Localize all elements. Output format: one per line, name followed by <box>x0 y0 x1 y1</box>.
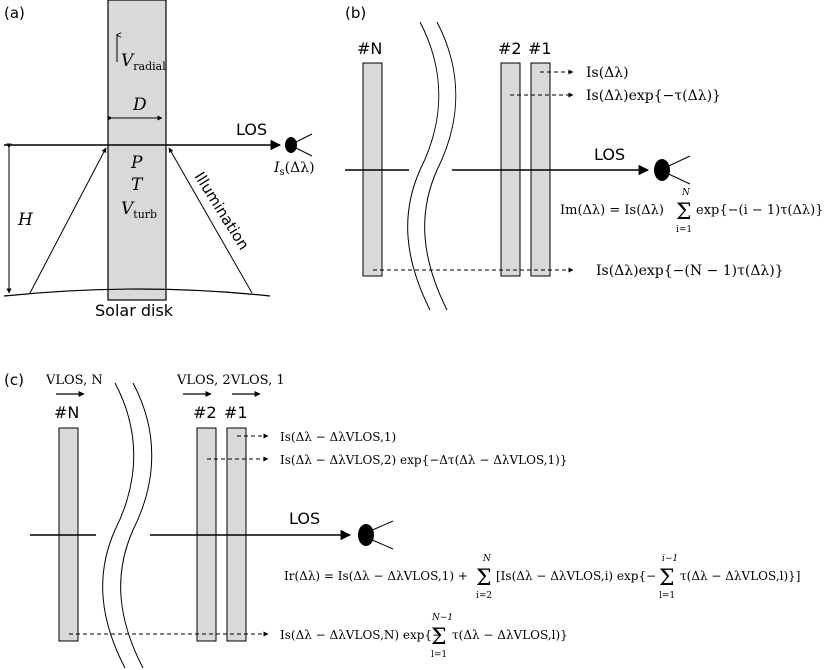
illumination-ray-left <box>29 147 107 294</box>
sum1-top-c: N <box>482 554 492 564</box>
eq-main-lhs-c: Ir(Δλ) = Is(Δλ − ΔλVLOS,1) + <box>284 569 468 583</box>
sum2-sign-c: Σ <box>659 566 675 591</box>
eye-icon <box>358 520 394 550</box>
sum-sign-b: Σ <box>676 200 692 225</box>
illumination-ray-right <box>168 147 253 294</box>
eq-main-rhs-c: τ(Δλ − ΔλVLOS,l)}] <box>680 569 800 583</box>
solar-disk-curve <box>3 288 271 297</box>
eq-main-lhs-b: Im(Δλ) = Is(Δλ) <box>560 203 664 218</box>
eq1-c: Is(Δλ − ΔλVLOS,1) <box>280 430 396 444</box>
eye-icon <box>285 133 313 157</box>
gap-curve-left-b <box>407 21 440 311</box>
slab-1-label-c: #1 <box>224 403 248 422</box>
sum2-top-c: i−1 <box>662 554 678 564</box>
gap-curve-right-b <box>424 21 457 311</box>
sum-top-b: N <box>681 188 691 198</box>
panel-b: (b) #N #2 #1 LOS Is(Δλ) Is(Δλ)exp{−τ(Δλ)… <box>345 4 823 311</box>
v-radial-label: Vradial <box>121 51 166 73</box>
eye-icon <box>654 155 691 185</box>
v-los-n-label: VLOS, N <box>45 373 103 388</box>
sum3-bottom-c: l=1 <box>431 650 447 660</box>
is-label-a: Is(Δλ) <box>273 160 315 178</box>
panel-c: (c) VLOS, N VLOS, 2 VLOS, 1 #N #2 #1 LOS… <box>4 371 800 669</box>
d-label: D <box>132 95 147 115</box>
sum3-top-c: N−1 <box>431 613 453 623</box>
panel-b-label: (b) <box>345 4 366 22</box>
eq-bottom-rhs-c: τ(Δλ − ΔλVLOS,l)} <box>452 628 568 642</box>
slab-1-label-b: #1 <box>528 39 552 58</box>
v-turb-label: Vturb <box>121 199 157 221</box>
eq-main-mid-c: [Is(Δλ − ΔλVLOS,i) exp{− <box>496 569 656 583</box>
eq-main-rhs-b: exp{−(i − 1)τ(Δλ)} <box>696 203 823 218</box>
eq-bottom-b: Is(Δλ)exp{−(N − 1)τ(Δλ)} <box>596 263 784 279</box>
los-label-b: LOS <box>594 145 625 164</box>
plasma-column <box>107 0 167 301</box>
sum3-sign-c: Σ <box>431 625 447 650</box>
eq1-b: Is(Δλ) <box>586 65 629 81</box>
eq-bottom-lhs-c: Is(Δλ − ΔλVLOS,N) exp{− <box>280 628 442 642</box>
los-label-c: LOS <box>289 509 320 528</box>
sum2-bottom-c: l=1 <box>659 591 675 601</box>
gap-curve-right-c <box>120 382 153 669</box>
p-label: P <box>130 153 143 173</box>
panel-a-label: (a) <box>4 4 25 22</box>
solar-disk-label: Solar disk <box>95 301 174 320</box>
t-label: T <box>131 175 144 195</box>
slab-2-label-c: #2 <box>193 403 217 422</box>
gap-curve-left-c <box>102 382 135 669</box>
v-los-1-label: VLOS, 1 <box>230 373 285 388</box>
v-los-2-label: VLOS, 2 <box>176 373 231 388</box>
eq2-c: Is(Δλ − ΔλVLOS,2) exp{−Δτ(Δλ − ΔλVLOS,1)… <box>280 453 568 467</box>
slab-n-label-c: #N <box>54 403 79 422</box>
slab-n-label-b: #N <box>357 39 382 58</box>
sum1-sign-c: Σ <box>476 566 492 591</box>
los-label-a: LOS <box>236 120 267 139</box>
panel-c-label: (c) <box>4 371 24 389</box>
sum-bottom-b: i=1 <box>676 225 692 235</box>
slab-2-label-b: #2 <box>498 39 522 58</box>
sum1-bottom-c: i=2 <box>476 591 492 601</box>
eq2-b: Is(Δλ)exp{−τ(Δλ)} <box>586 88 721 104</box>
h-label: H <box>17 210 34 230</box>
panel-a: (a) Vradial D LOS Is(Δλ) P T Vturb H <box>3 0 315 320</box>
